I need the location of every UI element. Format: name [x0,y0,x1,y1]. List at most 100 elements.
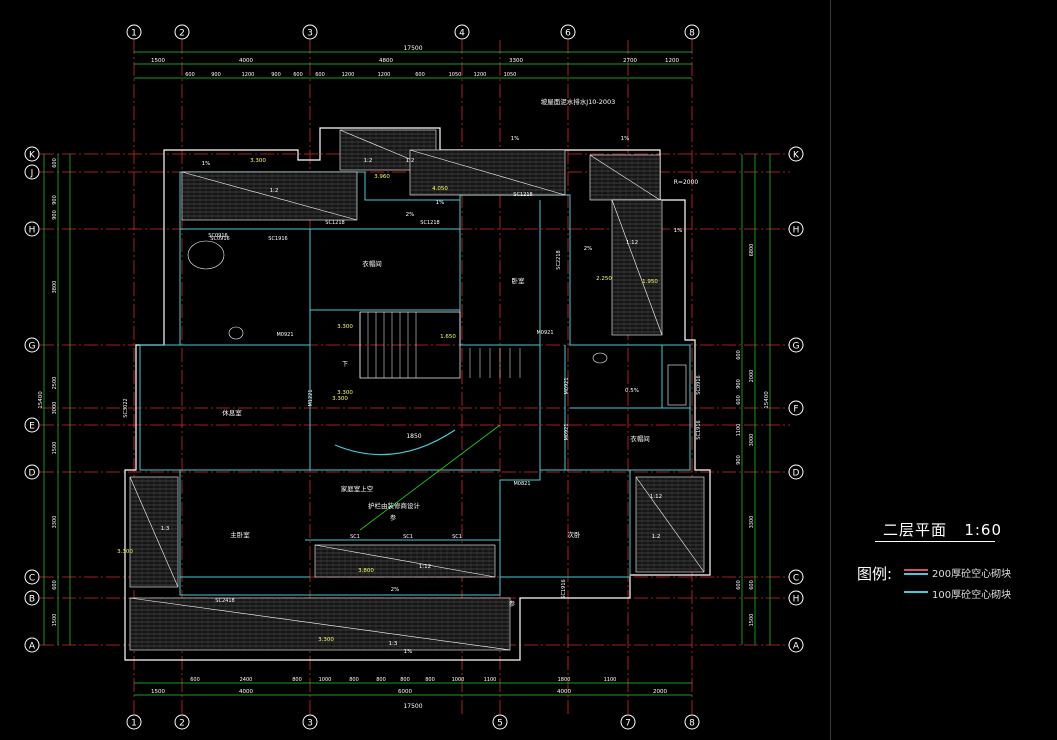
dim-right-inner: 600 [736,395,742,405]
elevation-mark: 3.960 [374,174,390,180]
slope-mark: 1:3 [161,526,170,532]
dim-top-row3: 600 [315,72,325,78]
axis-bubble-left-G-label: G [29,342,36,352]
roof-ridge [181,171,358,221]
door-tag: M1221 [308,389,314,406]
elevation-mark: 1.950 [642,279,658,285]
dim-bottom-row1: 800 [425,677,435,683]
window-tag: SC1218 [325,220,344,226]
dim-top-total: 17500 [403,45,422,52]
dim-top-row3: 1200 [242,72,255,78]
roof-ridge [611,199,663,336]
dim-top-row2: 1200 [665,58,679,64]
door-tag: M0921 [276,332,293,338]
dim-top-row3: 1200 [474,72,487,78]
legend-line-200 [904,569,928,571]
axis-bubble-bottom-5-label: 5 [497,719,503,729]
axis-bubble-left-B [24,590,40,606]
dim-top-row2: 4000 [239,58,253,64]
roof-ridge [314,544,496,578]
room-label: 次卧 [568,530,582,539]
door-tag: M0921 [564,423,570,440]
legend-text-100: 100厚砼空心砌块 [932,590,1012,601]
window-tag: SC1218 [420,220,439,226]
axis-bubble-top-3 [302,24,318,40]
legend-line-200b [904,573,928,575]
room-label: 护栏由装修商设计 [368,501,421,510]
axis-bubble-bottom-2 [174,714,190,730]
curved-railing [334,429,456,456]
misc-mark: 参 [390,514,396,522]
dim-left-mid: 2500 [52,377,58,390]
dim-bottom-row1: 800 [400,677,410,683]
dim-bottom-row1: 1000 [452,677,465,683]
axis-bubble-right-K-label: K [793,151,800,161]
slope-mark: 1:2 [364,158,373,164]
room-label: 主卧室 [230,530,250,539]
axis-bubble-bottom-1-label: 1 [131,719,137,729]
axis-bubble-left-K-label: K [29,151,36,161]
elevation-mark: 3.300 [117,549,133,555]
axis-bubble-right-D [788,464,804,480]
axis-bubble-bottom-3-label: 3 [307,719,313,729]
room-label: 卧室 [512,276,526,285]
room-label: 衣帽间 [362,259,382,268]
axis-bubble-bottom-3 [302,714,318,730]
axis-bubble-right-C-label: C [793,574,799,584]
dim-right-outer: 15400 [764,391,770,409]
dim-bottom-row1: 1800 [558,677,571,683]
slope-mark: 1:12 [419,564,431,570]
leader-line [359,424,501,531]
wall-outlines [124,127,711,661]
dim-right-mid: 3000 [749,434,755,447]
axis-bubble-right-H-label: H [793,226,800,236]
legend-text-200: 200厚砼空心砌块 [932,569,1012,580]
axis-bubble-top-6-label: 6 [565,29,571,39]
elevation-mark: 2.250 [596,276,612,282]
room-label: 家庭室上空 [341,484,374,493]
elevation-mark: 3.300 [337,390,353,396]
axis-bubble-right-C [788,569,804,585]
slope-mark: 1:12 [650,494,662,500]
window-tag: SC3022 [123,398,129,417]
drawing-title-name: 二层平面 [883,521,948,539]
dim-bottom-row1: 1100 [484,677,497,683]
percent-mark: 1% [436,200,445,206]
dim-right-inner: 600 [736,350,742,360]
axis-bubble-bottom-7 [620,714,636,730]
door-tag: M0821 [513,481,530,487]
dim-right-mid: 1500 [749,614,755,627]
dim-bottom-row2: 4000 [239,689,253,695]
elevation-mark: 3.300 [318,637,334,643]
dim-left-mid: 3300 [52,516,58,529]
roof-ridge [129,476,179,588]
dim-left-mid: 600 [52,580,58,590]
slope-mark: 1:2 [270,188,279,194]
axis-bubble-top-4 [454,24,470,40]
dim-bottom-total: 17500 [403,703,422,710]
axis-bubble-top-4-label: 4 [459,29,465,39]
axis-bubble-top-1-label: 1 [131,29,137,39]
dim-bottom-row2: 1500 [151,689,165,695]
window-tag: SC2218 [556,250,562,269]
slope-mark: 1:2 [406,158,415,164]
legend-label: 图例: [857,565,893,583]
axis-bubble-right-A [788,637,804,653]
dim-top-row2: 2700 [623,58,637,64]
axis-bubble-left-E-label: E [29,422,35,432]
roof-ridge [635,476,705,573]
dim-left-mid: 3800 [52,281,58,294]
dim-top-row3: 1050 [449,72,462,78]
axis-bubble-top-6 [560,24,576,40]
axis-bubble-right-H-label: H [793,595,800,605]
axis-bubble-right-F [788,400,804,416]
drawing-title: 二层平面 1:60 [883,519,1002,540]
axis-bubble-left-K [24,146,40,162]
axis-bubble-left-H [24,221,40,237]
dim-left-mid: 600 [52,158,58,168]
dim-right-inner: 600 [736,580,742,590]
dim-right-mid: 6800 [749,244,755,257]
dim-bottom-row2: 2000 [653,689,667,695]
dim-top-row3: 1200 [378,72,391,78]
